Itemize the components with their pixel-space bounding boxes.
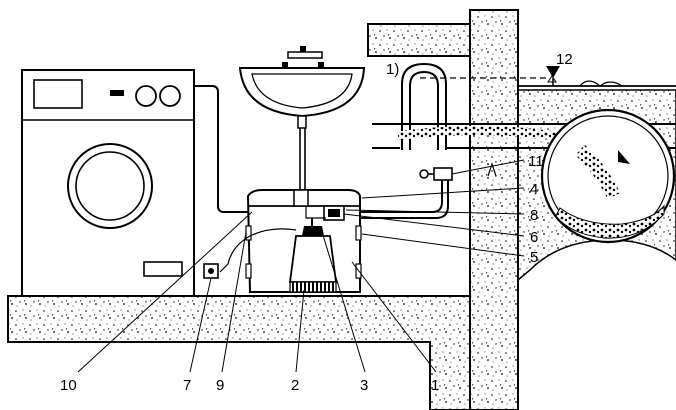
callout-8: 8 xyxy=(530,207,538,224)
callout-numbers: 10 7 9 2 3 1 5 6 8 4 11 xyxy=(60,153,544,394)
washer-knob-right xyxy=(159,85,181,107)
sewer-pipe xyxy=(540,108,676,244)
callout-1: 1 xyxy=(431,377,439,394)
ground-level-marker: 12 xyxy=(518,51,676,87)
washer-display xyxy=(33,79,83,109)
flow-arrow-icon xyxy=(618,150,630,164)
callout-2: 2 xyxy=(291,377,299,394)
note-label: 1) xyxy=(386,61,399,78)
callout-9: 9 xyxy=(216,377,224,394)
callout-4: 4 xyxy=(530,181,538,198)
wall xyxy=(469,9,519,410)
washing-machine xyxy=(21,69,195,297)
washer-filter-flap xyxy=(143,261,183,277)
wash-basin xyxy=(238,46,366,192)
washer-door-inner xyxy=(75,151,145,221)
submersible-pump xyxy=(288,218,338,293)
pump-intake-grille xyxy=(289,281,337,293)
callout-6: 6 xyxy=(530,229,538,246)
gate-valve-body xyxy=(433,167,453,181)
callout-5: 5 xyxy=(530,249,538,266)
washer-drain-hose xyxy=(194,85,250,213)
ceiling-slab xyxy=(367,23,471,57)
floor-slab xyxy=(7,295,471,410)
callout-7: 7 xyxy=(183,377,191,394)
water-level-triangle xyxy=(546,66,560,78)
callout-12: 12 xyxy=(556,51,573,68)
callout-11: 11 xyxy=(528,153,544,170)
washer-indicator xyxy=(110,90,124,96)
leader-lines xyxy=(77,159,525,373)
callout-3: 3 xyxy=(360,377,368,394)
callout-10: 10 xyxy=(60,377,77,394)
washer-knob-left xyxy=(135,85,157,107)
gate-valve-handle xyxy=(419,169,429,179)
